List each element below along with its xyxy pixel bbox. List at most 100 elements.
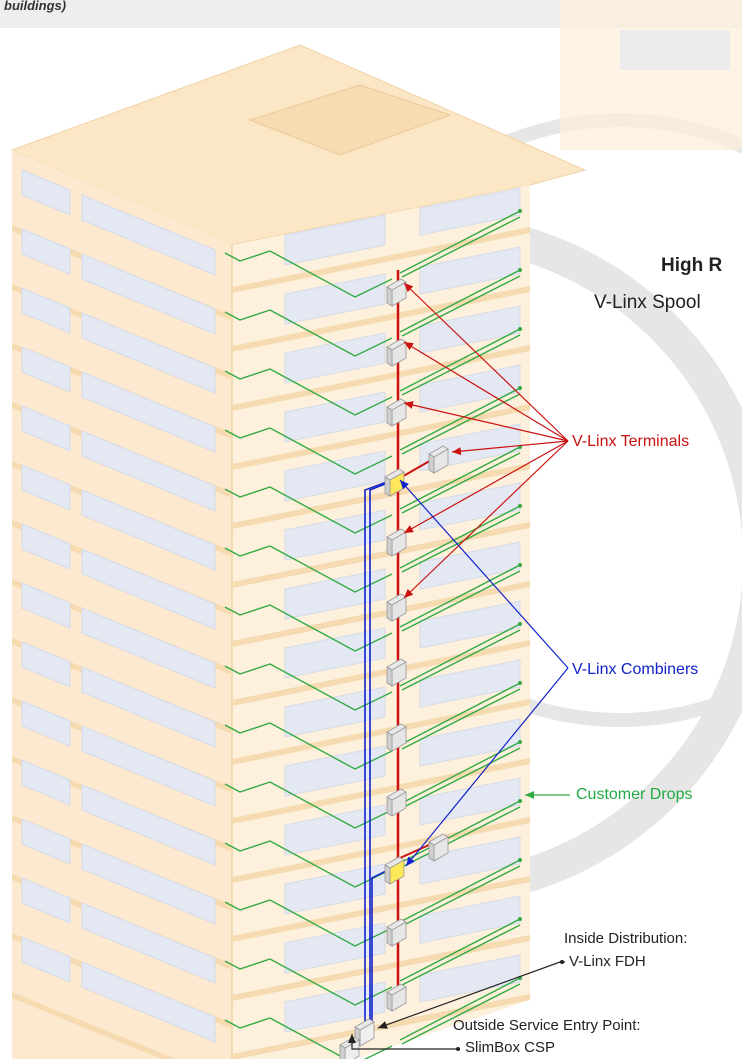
drop-endpoint	[518, 563, 522, 567]
window	[81, 548, 216, 630]
drop-endpoint	[518, 622, 522, 626]
window	[284, 568, 386, 620]
floor-band	[232, 817, 530, 883]
customer-drop-line	[401, 216, 521, 278]
floor-band	[232, 935, 530, 1001]
terminal-box-icon-side	[428, 453, 435, 474]
customer-drop-line	[224, 309, 393, 357]
window	[419, 541, 521, 590]
terminal-box-icon-side	[386, 666, 393, 687]
window	[81, 312, 216, 394]
window	[419, 895, 521, 944]
window	[419, 836, 521, 885]
window	[419, 364, 521, 413]
customer-drop-line	[224, 722, 393, 770]
combiner-callout-arrow	[399, 479, 569, 669]
floor-band	[232, 876, 530, 942]
customer-drop-line	[224, 899, 393, 947]
terminal-box-icon	[386, 593, 407, 622]
inside-distribution-label: Inside Distribution:	[564, 930, 688, 947]
floor-band	[232, 345, 530, 411]
window	[81, 666, 216, 748]
terminal-box-icon-side	[386, 346, 393, 367]
terminal-box-icon	[386, 398, 407, 427]
customer-drop-line	[399, 387, 521, 451]
window	[21, 582, 71, 629]
window	[284, 745, 386, 797]
window	[284, 686, 386, 738]
customer-drop-line	[224, 250, 393, 298]
customer-drop-line	[224, 604, 393, 652]
terminal-box-icon-side	[386, 406, 393, 427]
building-facade	[10, 44, 587, 1064]
window	[81, 843, 216, 925]
customer-drop-line	[399, 977, 521, 1041]
customer-drop-line	[399, 505, 521, 569]
drop-endpoint	[518, 386, 522, 390]
customer-drop-line	[399, 623, 521, 687]
window	[284, 391, 386, 443]
terminal-box-icon-side	[386, 601, 393, 622]
callout-arrows	[348, 282, 570, 1051]
roof-structure	[248, 84, 452, 156]
customer-drop-lines	[224, 209, 522, 1064]
fdh-label: V-Linx FDH	[569, 953, 646, 970]
window	[21, 464, 71, 511]
terminal-box-icon-side	[428, 841, 435, 862]
terminal-box-icon	[386, 788, 407, 817]
floor-band	[232, 286, 530, 352]
customer-drop-line	[399, 564, 521, 628]
window	[21, 936, 71, 983]
customer-drop-line	[401, 334, 521, 396]
drop-endpoint	[518, 799, 522, 803]
customer-drop-line	[399, 269, 521, 333]
customer-drop-line	[399, 800, 521, 864]
window	[21, 287, 71, 334]
floor-band	[232, 699, 530, 765]
customer-drop-line	[399, 210, 521, 274]
terminal-box-icon	[386, 278, 407, 307]
window	[81, 489, 216, 571]
customer-drop-line	[224, 486, 393, 534]
window	[21, 346, 71, 393]
customer-drop-line	[401, 747, 521, 809]
terminal-box-icon	[386, 723, 407, 752]
outside-entry-label: Outside Service Entry Point:	[453, 1017, 641, 1034]
terminal-box-icon	[428, 445, 449, 474]
terminal-callout-arrow	[403, 440, 569, 534]
window	[81, 253, 216, 335]
combiner-box-icon-side	[384, 476, 391, 497]
floor-band	[232, 227, 530, 293]
diagram-title-line-1: High R	[661, 255, 723, 276]
floor-band	[232, 640, 530, 706]
customer-drop-line	[401, 275, 521, 337]
caption-fragment: buildings)	[4, 0, 67, 13]
window	[81, 607, 216, 689]
window	[21, 523, 71, 570]
drop-endpoint	[518, 858, 522, 862]
window	[284, 332, 386, 384]
devices-layer	[339, 278, 449, 1064]
window	[419, 718, 521, 767]
customer-drop-line	[224, 545, 393, 593]
terminal-callout-arrow	[451, 440, 569, 456]
window	[284, 922, 386, 974]
window	[419, 600, 521, 649]
drop-endpoint	[518, 327, 522, 331]
floor-band	[232, 522, 530, 588]
window	[284, 863, 386, 915]
combiner-feed	[364, 479, 393, 1030]
terminal-box-icon	[386, 918, 407, 947]
terminal-box-icon	[428, 833, 449, 862]
window	[419, 246, 521, 295]
terminal-box-icon-side	[386, 991, 393, 1012]
window	[81, 961, 216, 1043]
customer-drop-line	[399, 446, 521, 510]
terminal-box-icon	[386, 658, 407, 687]
window	[284, 273, 386, 325]
callout-dot	[560, 960, 564, 964]
drop-endpoint	[518, 268, 522, 272]
terminal-box-icon-side	[386, 926, 393, 947]
floor-band	[232, 404, 530, 470]
